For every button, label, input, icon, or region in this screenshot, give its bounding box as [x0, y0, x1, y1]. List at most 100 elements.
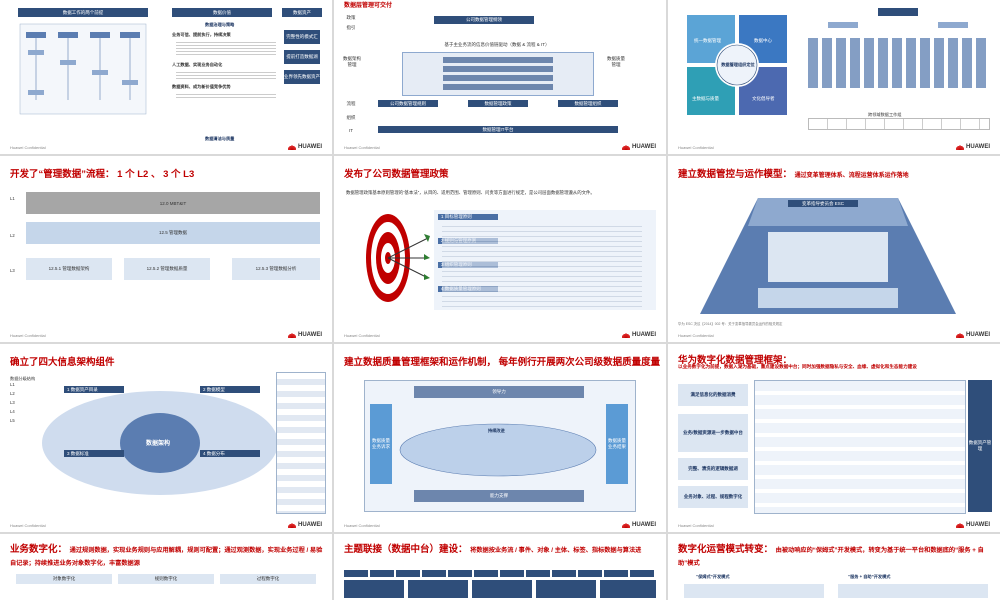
s8-title: 建立数据质量管理框架和运作机制， 每年例行开展两次公司级数据质量度量 [344, 354, 660, 368]
s10-title: 业务数字化： 通过规则数据，实现业务规则与应用解耦，规则可配置；通过观测数据，实… [10, 544, 325, 570]
s4-l3-box-2: 12.5.3 管理数据分析 [232, 258, 320, 280]
s1-item-0: 数据治理与策略 [205, 22, 235, 27]
s6-title-sub: 通过变革管理体系、流程运营体系运作落地 [794, 173, 909, 179]
s8-right: 数据质量业务结果 [606, 404, 628, 484]
s3-org-chart [808, 8, 988, 108]
s6-title-text: 建立数据管控与运作模型： [678, 169, 793, 180]
s8-logo: HUAWEI [622, 522, 656, 528]
s11-title: 主题联接（数据中台）建设： 将数据按业务流 / 事件、对象 / 主体、标签、指标… [344, 544, 659, 557]
s2-heading: 数据层管理可交付 [344, 3, 393, 9]
slide-1[interactable]: 数据工作的两个前提 数据价值 数据资产 数据治理与策略 业务可信、提前执行，持续… [0, 0, 332, 154]
s2-tag-4: 流程 [346, 101, 356, 106]
s1-mid-header: 数据价值 [172, 8, 272, 17]
slide-8[interactable]: 建立数据质量管理框架和运作机制， 每年例行开展两次公司级数据质量度量 数据质量业… [334, 344, 666, 532]
huawei-logo-icon [622, 332, 630, 338]
s3-quad-0: 统一数据管理 [694, 38, 721, 43]
s4-title-sub: 1 个 L2 、 3 个 L3 [117, 169, 195, 180]
s4-row-l1: L1 [10, 196, 15, 201]
s6-pyramid [700, 198, 956, 314]
huawei-logo-icon [622, 144, 630, 150]
s2-tag-0: 政策 [346, 15, 356, 20]
s9-logo: HUAWEI [956, 522, 990, 528]
s1-right-item-1: 提前打造数据湖 [284, 50, 320, 64]
s12-title-text: 数字化运营模式转变： [678, 544, 774, 555]
s7-left: 数据分级结构 [10, 376, 36, 381]
s6-logo: HUAWEI [956, 332, 990, 338]
slide-11[interactable]: 主题联接（数据中台）建设： 将数据按业务流 / 事件、对象 / 主体、标签、指标… [334, 534, 666, 600]
s2-row-1: 数据管理政策 [468, 100, 528, 107]
s2-core-block [402, 52, 594, 96]
s8-footer: Huawei Confidential [344, 523, 380, 528]
s10-title-sub: 通过规则数据，实现业务规则与应用解耦，规则可配置；通过观测数据，实现业务过程 /… [10, 547, 323, 567]
s4-logo-text: HUAWEI [298, 332, 322, 338]
s3-quad-3: 文化倡导者 [752, 96, 775, 101]
s7-card-3: 4 数据分布 [200, 450, 260, 457]
s1-footer: Huawei Confidential [10, 145, 46, 150]
s8-top: 领导力 [414, 386, 584, 398]
s6-logo-text: HUAWEI [966, 332, 990, 338]
huawei-logo-icon [288, 332, 296, 338]
s7-card-0: 1 数据资产目录 [64, 386, 124, 393]
s8-left: 数据质量业务诉求 [370, 404, 392, 484]
s7-footer: Huawei Confidential [10, 523, 46, 528]
slide-5[interactable]: 发布了公司数据管理政策 数据管理政策基本原则管理的“基本法”，从目的、适用范围、… [334, 156, 666, 342]
slide-2[interactable]: 数据层管理可交付 政策 指引 数据架构管理 数据质量管理 流程 组织 IT 公司… [334, 0, 666, 154]
s9-logo-text: HUAWEI [966, 522, 990, 528]
huawei-logo-icon [956, 144, 964, 150]
s3-logo: HUAWEI [956, 144, 990, 150]
s2-logo: HUAWEI [622, 144, 656, 150]
s7-level-0: L1 [10, 382, 15, 387]
huawei-logo-icon [956, 522, 964, 528]
s7-level-1: L2 [10, 391, 15, 396]
s6-title: 建立数据管控与运作模型： 通过变革管理体系、流程运营体系运作落地 [678, 166, 968, 180]
slide-6[interactable]: 建立数据管控与运作模型： 通过变革管理体系、流程运营体系运作落地 变革指导委员会… [668, 156, 1000, 342]
s2-row-2: 数据管理组织 [558, 100, 618, 107]
s9-footer: Huawei Confidential [678, 523, 714, 528]
slide-3[interactable]: 统一数据管理 数据中心 主数据与质量 文化倡导者 数据管理组织定位 跨领域数据工… [668, 0, 1000, 154]
s3-quad-2: 主数据与质量 [692, 96, 719, 101]
s1-text-b [176, 70, 276, 80]
s1-right-header: 数据资产 [282, 8, 322, 17]
s12-title-sub: 由被动响应的“保姆式”开发模式，转变为基于统一平台和数据底的“服务 + 自助”模… [678, 547, 984, 567]
s7-level-4: L5 [10, 418, 15, 423]
s6-side: 公司数据管理总流程 [706, 256, 712, 292]
s2-tag-2: 数据架构管理 [343, 56, 361, 67]
s2-tag-3: 数据质量管理 [607, 56, 625, 67]
s3-bottom-row [808, 118, 990, 130]
s4-l3-box-0: 12.5.1 管理数据架构 [26, 258, 112, 280]
s8-title-text: 建立数据质量管理框架和运作机制， [344, 357, 497, 368]
s2-tag-5: 组织 [346, 115, 356, 120]
slide-4[interactable]: 开发了“管理数据”流程： 1 个 L2 、 3 个 L3 L1 L2 L3 12… [0, 156, 332, 342]
s1-item-2: 人工数据、实现业务自动化 [172, 62, 223, 67]
s5-item-0: 1 目标管理原则 [438, 214, 498, 220]
s4-l2-box: 12.5 管理数据 [26, 222, 320, 244]
huawei-logo-icon [622, 522, 630, 528]
s5-lines [442, 222, 642, 308]
slide-9[interactable]: 华为数字化数据管理框架： 以业务数字化为前提，数据入湖为基础，重点建设数据中台；… [668, 344, 1000, 532]
s11-tabs [344, 570, 656, 577]
s5-logo-text: HUAWEI [632, 332, 656, 338]
slide-12[interactable]: 数字化运营模式转变： 由被动响应的“保姆式”开发模式，转变为基于统一平台和数据底… [668, 534, 1000, 600]
s10-col-1: 规则数字化 [118, 574, 214, 584]
slide-7[interactable]: 确立了四大信息架构组件 数据分级结构 L1 L2 L3 L4 L5 数据架构 1… [0, 344, 332, 532]
slide-10[interactable]: 业务数字化： 通过规则数据，实现业务规则与应用解耦，规则可配置；通过观测数据，实… [0, 534, 332, 600]
s6-footer: Huawei Confidential [678, 333, 714, 338]
s1-text-c [176, 92, 276, 100]
s4-l1-box: 12.0 MBT&IT [26, 192, 320, 214]
s8-title-sub: 每年例行开展两次公司级数据质量度量 [498, 357, 661, 368]
huawei-logo-icon [288, 522, 296, 528]
s5-intro: 数据管理政策基本原则管理的“基本法”，从目的、适用范围、管理原则、问责等方面进行… [346, 190, 595, 195]
s1-right-item-0: 完整性的模式汇 [284, 30, 320, 44]
s4-row-l3: L3 [10, 268, 15, 273]
s2-row-0: 公司数据管理规则 [378, 100, 438, 107]
s12-a: “保姆式”开发模式 [696, 574, 730, 579]
s3-center: 数据管理组织定位 [721, 62, 755, 67]
s4-footer: Huawei Confidential [10, 333, 46, 338]
s1-flow-diagram [19, 23, 147, 115]
s9-title: 华为数字化数据管理框架： [678, 355, 793, 366]
s2-footer: Huawei Confidential [344, 145, 380, 150]
s7-logo: HUAWEI [288, 522, 322, 528]
s7-ellipse [42, 391, 278, 495]
s1-logo-text: HUAWEI [298, 144, 322, 150]
s7-level-3: L4 [10, 409, 15, 414]
